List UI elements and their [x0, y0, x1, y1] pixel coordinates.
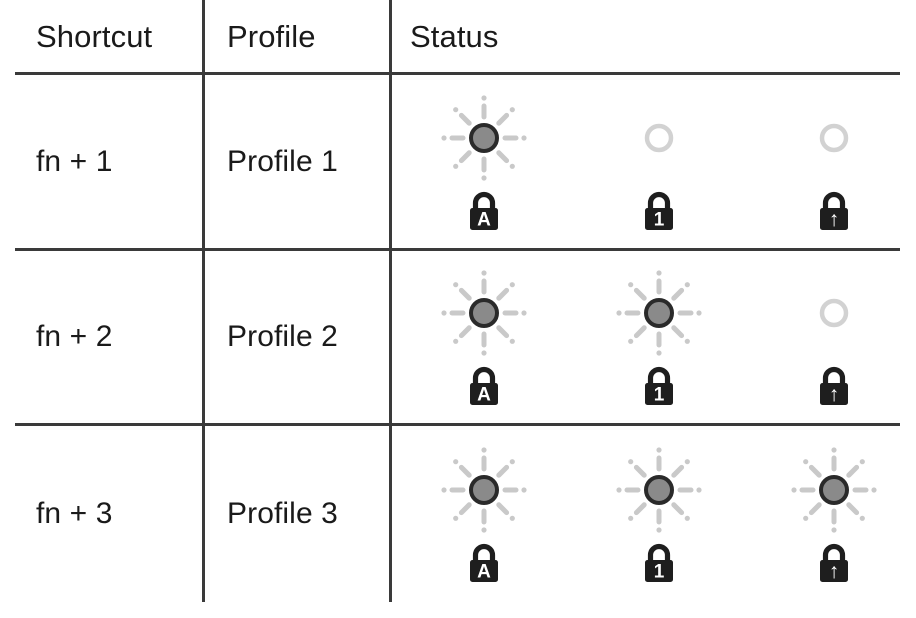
column-divider-shortcut-profile — [202, 0, 205, 602]
status-indicator-num-lock: 1 — [567, 442, 742, 586]
table-row: fn + 2 — [0, 251, 202, 423]
svg-text:A: A — [477, 385, 491, 406]
svg-text:↑: ↑ — [828, 208, 839, 231]
status-cell: A 1 ↑ — [392, 251, 916, 423]
profile-label: Profile 1 — [227, 144, 338, 178]
padlock-icon-num-lock: 1 — [636, 188, 682, 234]
svg-text:1: 1 — [654, 385, 665, 406]
padlock-icon-caps-lock: A — [461, 540, 507, 586]
header-separator-rule — [15, 72, 900, 75]
profile-cell: Profile 3 — [205, 426, 389, 602]
led-lit-icon — [611, 265, 707, 361]
status-indicator-group: A 1 ↑ — [392, 251, 916, 423]
status-indicator-caps-lock: A — [392, 265, 567, 409]
shortcut-label: fn + 3 — [36, 497, 113, 530]
padlock-icon-num-lock: 1 — [636, 540, 682, 586]
status-indicator-scroll-lock: ↑ — [741, 265, 916, 409]
column-header-profile-cell: Profile — [205, 0, 389, 72]
svg-text:↑: ↑ — [828, 383, 839, 406]
column-header-status: Status — [410, 18, 499, 54]
led-unlit-icon — [786, 90, 882, 186]
led-lit-icon — [436, 90, 532, 186]
status-indicator-group: A 1 ↑ — [392, 426, 916, 602]
svg-text:A: A — [477, 209, 491, 230]
padlock-icon-caps-lock: A — [461, 363, 507, 409]
status-indicator-group: A 1 ↑ — [392, 75, 916, 248]
table-row: fn + 3 — [0, 426, 202, 602]
status-indicator-num-lock: 1 — [567, 90, 742, 234]
status-cell: A 1 ↑ — [392, 426, 916, 602]
led-lit-icon — [436, 442, 532, 538]
status-indicator-num-lock: 1 — [567, 265, 742, 409]
status-indicator-scroll-lock: ↑ — [741, 90, 916, 234]
profile-cell: Profile 2 — [205, 251, 389, 423]
shortcut-label: fn + 2 — [36, 320, 113, 353]
table-row: fn + 1 — [0, 75, 202, 248]
padlock-icon-scroll-lock: ↑ — [811, 188, 857, 234]
svg-text:↑: ↑ — [828, 560, 839, 583]
padlock-icon-caps-lock: A — [461, 188, 507, 234]
column-header-status-cell: Status — [392, 0, 916, 72]
status-cell: A 1 ↑ — [392, 75, 916, 248]
column-header-shortcut-cell: Shortcut — [0, 0, 202, 72]
led-unlit-icon — [786, 265, 882, 361]
row-separator-rule-1 — [15, 248, 900, 251]
profile-cell: Profile 1 — [205, 75, 389, 248]
led-lit-icon — [611, 442, 707, 538]
column-header-profile: Profile — [227, 18, 316, 54]
padlock-icon-scroll-lock: ↑ — [811, 540, 857, 586]
padlock-icon-num-lock: 1 — [636, 363, 682, 409]
svg-text:1: 1 — [654, 562, 665, 583]
svg-text:1: 1 — [654, 209, 665, 230]
row-separator-rule-2 — [15, 423, 900, 426]
led-lit-icon — [436, 265, 532, 361]
padlock-icon-scroll-lock: ↑ — [811, 363, 857, 409]
led-lit-icon — [786, 442, 882, 538]
status-indicator-scroll-lock: ↑ — [741, 442, 916, 586]
column-header-shortcut: Shortcut — [36, 18, 153, 54]
column-divider-profile-status — [389, 0, 392, 602]
shortcut-label: fn + 1 — [36, 144, 113, 178]
led-unlit-icon — [611, 90, 707, 186]
profile-label: Profile 2 — [227, 320, 338, 353]
profile-label: Profile 3 — [227, 497, 338, 530]
status-indicator-caps-lock: A — [392, 442, 567, 586]
status-indicator-caps-lock: A — [392, 90, 567, 234]
svg-text:A: A — [477, 562, 491, 583]
